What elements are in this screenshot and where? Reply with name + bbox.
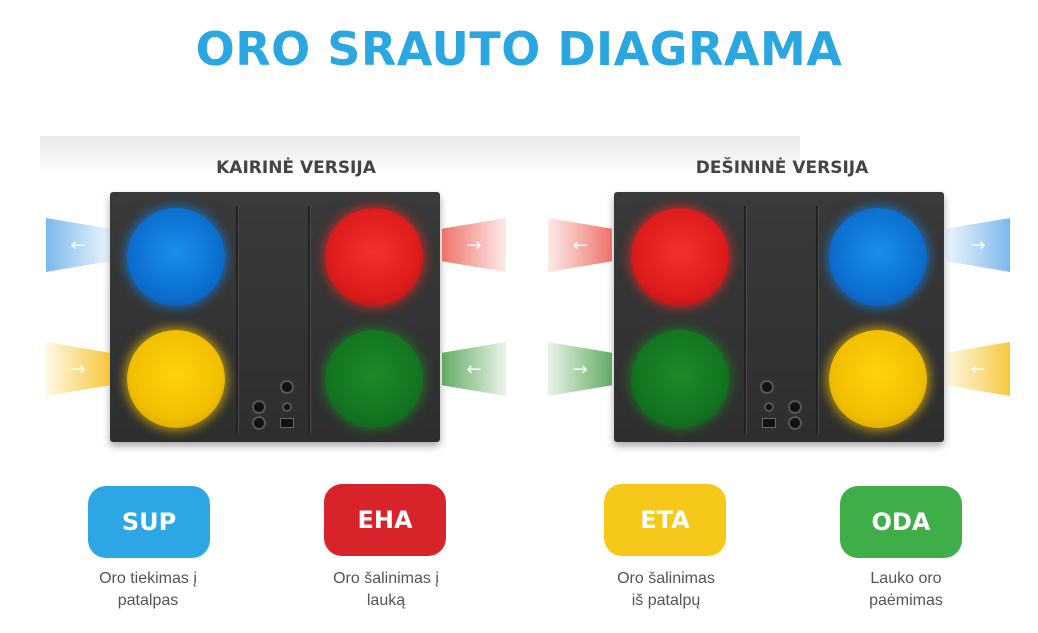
caption-line: Oro šalinimas [617, 570, 715, 587]
eta-caption: Oro šalinimas iš patalpų [576, 568, 756, 612]
page-title: ORO SRAUTO DIAGRAMA [195, 22, 843, 76]
oda-caption: Lauko oro paėmimas [816, 568, 996, 612]
eta-flow-stream: → [46, 342, 110, 396]
right-arrow-icon: → [970, 234, 986, 256]
right-arrow-icon: → [466, 234, 482, 256]
eta-flow-stream: ← [946, 342, 1010, 396]
left-arrow-icon: ← [70, 234, 86, 256]
eta-badge: ETA [604, 484, 726, 556]
right-arrow-icon: → [70, 358, 86, 380]
caption-line: Oro šalinimas į [333, 570, 439, 587]
sup-port-blue [127, 208, 225, 306]
sup-caption: Oro tiekimas į patalpas [58, 568, 238, 612]
sup-flow-stream: ← [46, 218, 110, 272]
unit-divider [744, 206, 746, 434]
left-arrow-icon: ← [466, 358, 482, 380]
sup-badge: SUP [88, 486, 210, 558]
eta-port-yellow [127, 330, 225, 428]
right-version-label: DEŠININĖ VERSIJA [695, 158, 869, 178]
eha-flow-stream: ← [548, 218, 612, 272]
left-arrow-icon: ← [572, 234, 588, 256]
right-arrow-icon: → [572, 358, 588, 380]
control-knob [252, 400, 266, 414]
unit-divider [308, 206, 310, 434]
indicator-led [764, 402, 774, 412]
indicator-led [282, 402, 292, 412]
unit-divider [816, 206, 818, 434]
eha-caption: Oro šalinimas į lauką [296, 568, 476, 612]
left-arrow-icon: ← [970, 358, 986, 380]
unit-divider [236, 206, 238, 434]
oda-badge: ODA [840, 486, 962, 558]
caption-line: patalpas [117, 592, 179, 609]
caption-line: Oro tiekimas į [99, 570, 197, 587]
eta-port-yellow [829, 330, 927, 428]
caption-line: Lauko oro [870, 570, 942, 587]
control-knob [788, 416, 802, 430]
right-ventilation-unit [614, 192, 944, 442]
left-version-label: KAIRINĖ VERSIJA [216, 158, 376, 178]
oda-flow-stream: ← [442, 342, 506, 396]
oda-flow-stream: → [548, 342, 612, 396]
sup-port-blue [829, 208, 927, 306]
control-knob [280, 380, 294, 394]
header-backdrop [40, 136, 800, 176]
power-socket [762, 418, 776, 428]
control-knob [788, 400, 802, 414]
eha-flow-stream: → [442, 218, 506, 272]
control-knob [252, 416, 266, 430]
left-ventilation-unit [110, 192, 440, 442]
eha-badge: EHA [324, 484, 446, 556]
eha-port-red [325, 208, 423, 306]
power-socket [280, 418, 294, 428]
caption-line: lauką [366, 592, 406, 609]
oda-port-green [631, 330, 729, 428]
caption-line: iš patalpų [631, 592, 701, 609]
eha-port-red [631, 208, 729, 306]
oda-port-green [325, 330, 423, 428]
sup-flow-stream: → [946, 218, 1010, 272]
caption-line: paėmimas [869, 592, 943, 609]
control-knob [760, 380, 774, 394]
